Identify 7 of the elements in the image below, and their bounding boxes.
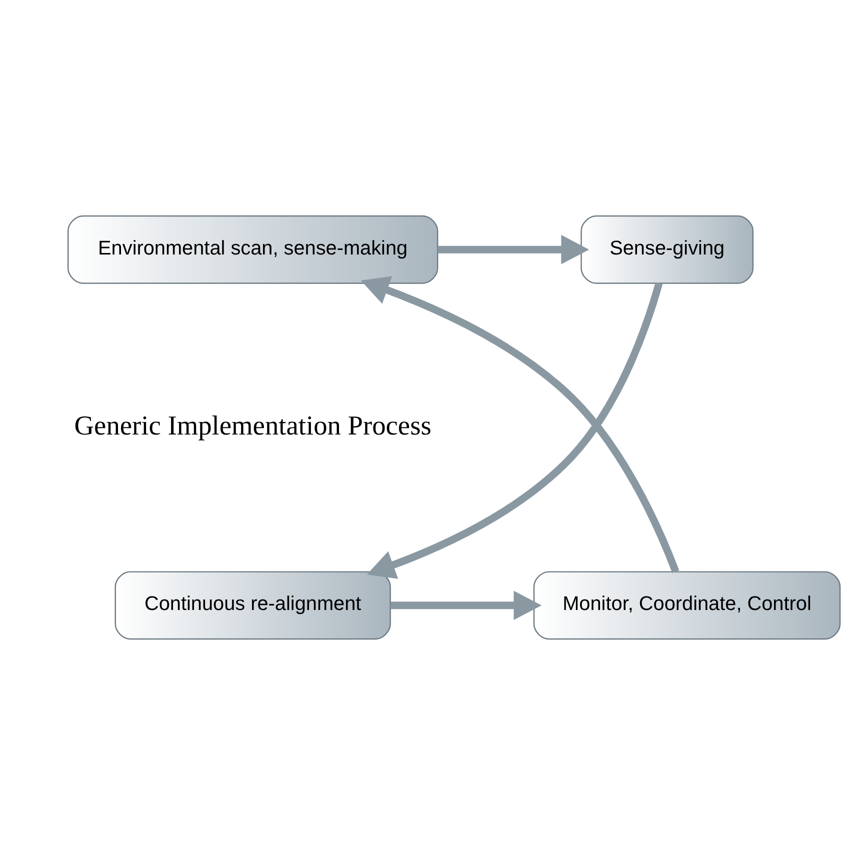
node-box: Continuous re-alignment [114, 570, 390, 640]
label: Generic Implementation Process [74, 410, 431, 440]
arrow [390, 590, 542, 620]
node-box: Environmental scan, sense-making [66, 214, 438, 284]
node-box: Monitor, Coordinate, Control [532, 570, 840, 640]
arrow [437, 234, 589, 264]
node-box: Sense-giving [580, 214, 754, 284]
